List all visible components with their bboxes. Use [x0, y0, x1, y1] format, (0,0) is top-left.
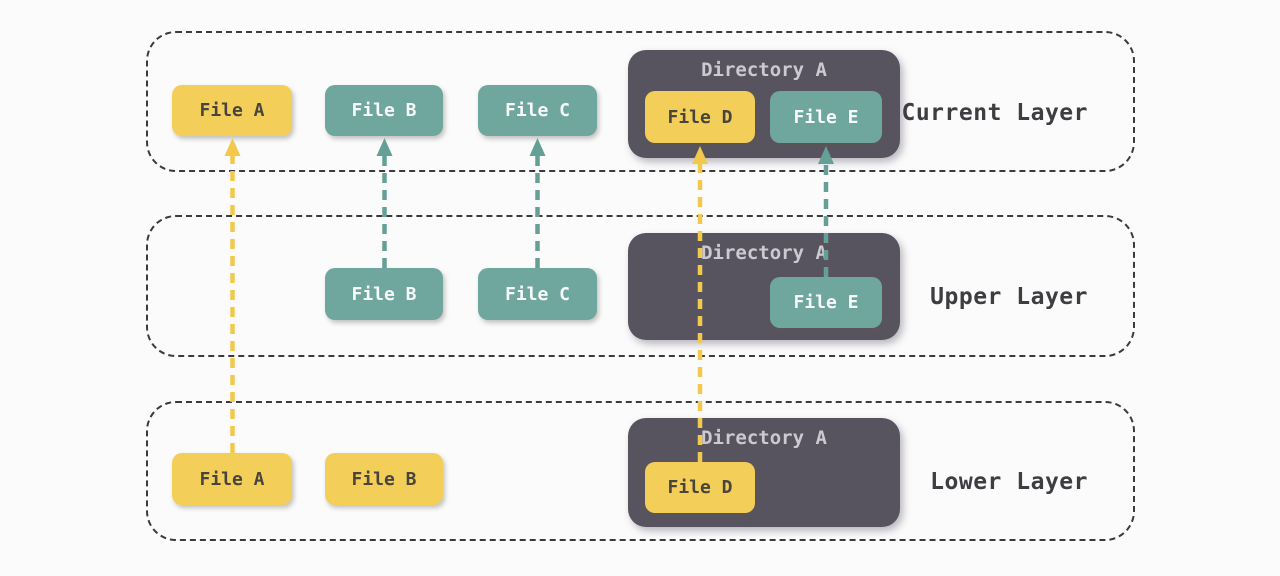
directory-a-upper: Directory A File E: [628, 233, 900, 340]
directory-a-title: Directory A: [701, 427, 827, 449]
directory-a-lower: Directory A File D: [628, 418, 900, 527]
file-c-current: File C: [478, 85, 597, 136]
current-layer-label: Current Layer: [901, 100, 1088, 126]
layer-current: File A File B File C Directory A File D …: [146, 31, 1135, 172]
upper-layer-label: Upper Layer: [930, 284, 1088, 310]
file-d-lower: File D: [645, 462, 755, 513]
file-e-current: File E: [770, 91, 882, 143]
directory-a-title: Directory A: [701, 59, 827, 81]
directory-a-current: Directory A File D File E: [628, 50, 900, 158]
directory-a-title: Directory A: [701, 242, 827, 264]
file-c-upper: File C: [478, 268, 597, 320]
file-a-current: File A: [172, 85, 292, 136]
file-b-current: File B: [325, 85, 443, 136]
lower-layer-label: Lower Layer: [930, 469, 1088, 495]
layer-lower: File A File B Directory A File D Lower L…: [146, 401, 1135, 541]
file-b-lower: File B: [325, 453, 443, 505]
file-d-current: File D: [645, 91, 755, 143]
file-e-upper: File E: [770, 277, 882, 328]
file-a-lower: File A: [172, 453, 292, 505]
layer-upper: File B File C Directory A File E Upper L…: [146, 215, 1135, 357]
file-b-upper: File B: [325, 268, 443, 320]
